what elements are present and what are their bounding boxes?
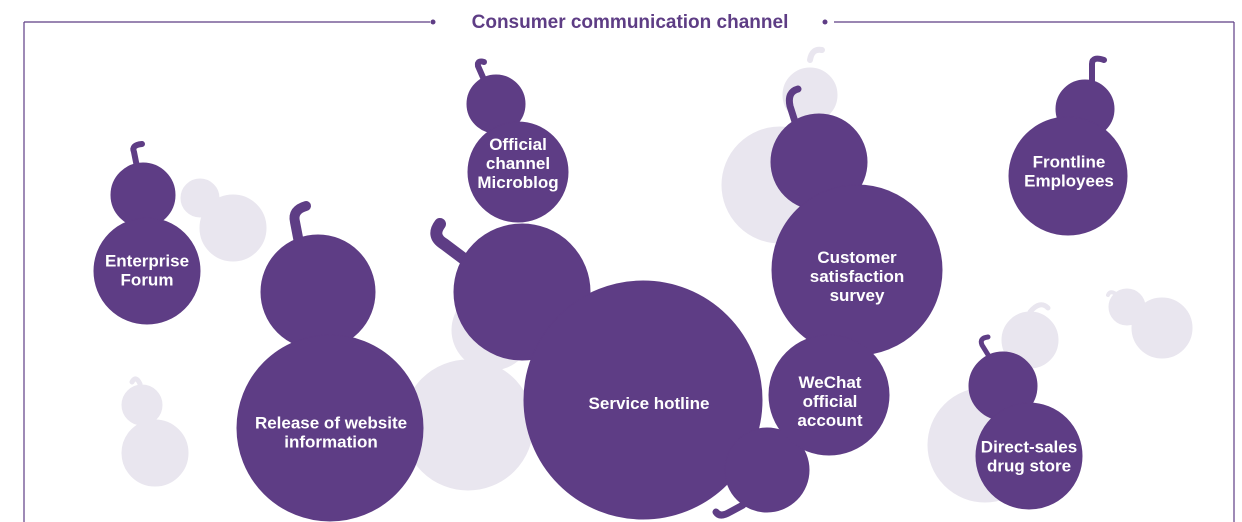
stem <box>430 218 478 271</box>
ghost-stem <box>129 376 143 387</box>
gourd-top <box>110 162 176 228</box>
channel-label-line: satisfaction <box>810 267 904 286</box>
channel-label-service-hotline: Service hotline <box>589 394 710 413</box>
channel-label-line: Microblog <box>477 173 558 192</box>
stem <box>474 58 488 85</box>
channel-label-line: Enterprise <box>105 252 189 271</box>
frame-title-dot-left <box>430 19 436 25</box>
gourd-top <box>260 234 376 350</box>
stem <box>289 201 311 253</box>
gourd-bottom <box>93 217 201 325</box>
frame-title-dot-right <box>822 19 828 25</box>
channel-label-line: Direct-sales <box>981 438 1077 457</box>
ghost-circle <box>1131 297 1193 359</box>
ghost-circle <box>121 384 163 426</box>
ghost-stem <box>807 46 825 63</box>
channel-label-line: channel <box>486 154 550 173</box>
stem <box>130 141 145 175</box>
stem <box>978 334 993 361</box>
stem <box>785 85 802 132</box>
frame <box>23 21 1235 522</box>
gourd-bottom <box>523 280 763 520</box>
channel-label-line: Frontline <box>1033 153 1106 172</box>
channel-label-line: drug store <box>987 457 1071 476</box>
channel-label-line: Release of website <box>255 414 407 433</box>
channel-label-line: official <box>803 392 858 411</box>
channel-label-line: WeChat <box>799 373 862 392</box>
channel-label-line: Official <box>489 135 547 154</box>
page-title: Consumer communication channel <box>472 12 789 33</box>
gourd-bottom <box>1008 116 1128 236</box>
stem <box>1089 55 1107 85</box>
channel-label-line: Employees <box>1024 172 1114 191</box>
ghost-stem <box>1027 302 1051 315</box>
gourd-bottom <box>768 334 890 456</box>
gourds <box>93 55 1128 522</box>
ghost-stem <box>1106 290 1118 297</box>
ghost-circle <box>199 194 267 262</box>
gourd-bottom <box>467 121 569 223</box>
ghost-circle <box>121 419 189 487</box>
channel-label-line: Customer <box>817 248 897 267</box>
gourd-bottom <box>975 402 1083 510</box>
channel-label-line: account <box>797 411 863 430</box>
gourd-bottom <box>236 334 424 522</box>
channel-label-line: Forum <box>121 271 174 290</box>
channel-label-line: Service hotline <box>589 394 710 413</box>
stem <box>712 501 747 519</box>
channel-label-line: information <box>284 433 378 452</box>
channel-label-line: survey <box>830 286 885 305</box>
gourd-small <box>724 427 810 513</box>
